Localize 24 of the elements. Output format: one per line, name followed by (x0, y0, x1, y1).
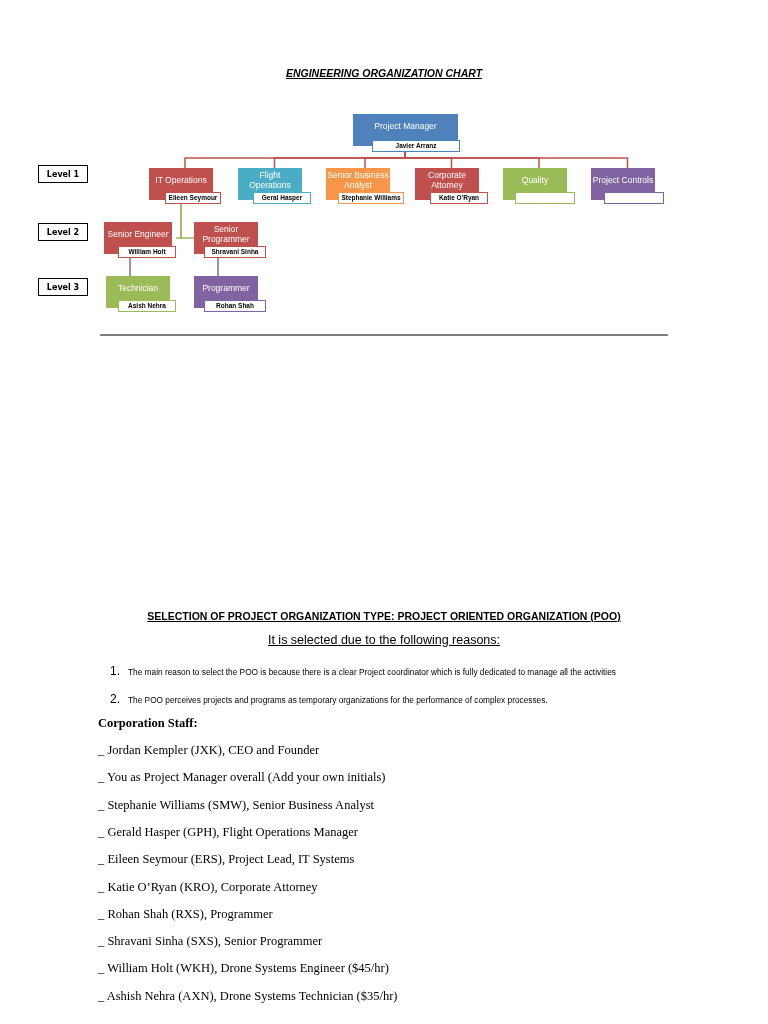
staff-item: _ Rohan Shah (RXS), Programmer (98, 906, 273, 922)
level-tag: Level 3 (38, 278, 88, 296)
reason-text: The POO perceives projects and programs as temporary organizations for the performance of complex processes. (128, 695, 548, 705)
staff-item: _ Eileen Seymour (ERS), Project Lead, IT Systems (98, 852, 355, 868)
staff-item: _ Jordan Kempler (JXK), CEO and Founder (98, 743, 320, 758)
list-number: 1. (110, 664, 120, 678)
connector-line (180, 203, 195, 239)
section-heading: SELECTION OF PROJECT ORGANIZATION TYPE: PROJECT ORIENTED ORGANIZATION (POO) (147, 610, 621, 622)
connector-line (129, 257, 131, 277)
level-tag: Level 2 (38, 223, 88, 241)
staff-item: _ Ashish Nehra (AXN), Drone Systems Technician ($35/hr) (98, 988, 398, 1004)
chart-title: ENGINEERING ORGANIZATION CHART (285, 67, 483, 79)
staff-item: _ Stephanie Williams (SMW), Senior Business Analyst (98, 797, 374, 813)
staff-item: _ Gerald Hasper (GPH), Flight Operations Manager (98, 824, 358, 840)
level-tag: Level 1 (38, 165, 88, 183)
subheading: It is selected due to the following reasons: (267, 633, 501, 647)
connector-line (217, 257, 219, 277)
list-number: 2. (110, 692, 120, 706)
staff-heading: Corporation Staff: (98, 716, 198, 731)
staff-item: _ William Holt (WKH), Drone Systems Engineer ($45/hr) (98, 961, 389, 977)
staff-item: _ Katie O’Ryan (KRO), Corporate Attorney (98, 879, 318, 895)
reason-text: The main reason to select the POO is because there is a clear Project coordinator which is fully dedicated to manage all the activities (128, 667, 616, 677)
staff-item: _ You as Project Manager overall (Add your own initials) (98, 770, 386, 786)
staff-item: _ Shravani Sinha (SXS), Senior Programmer (98, 934, 323, 950)
